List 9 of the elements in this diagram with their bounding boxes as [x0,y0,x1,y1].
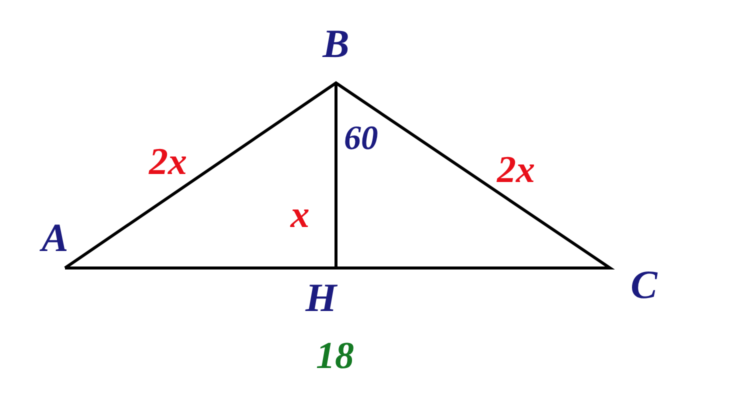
vertex-label: H [305,278,337,318]
side-label: 2x [497,151,535,189]
height-label: x [290,196,310,234]
length-label: 18 [316,337,354,375]
vertex-label: B [322,24,350,64]
vertex-label: A [42,218,68,258]
angle-label: 60 [344,122,378,156]
side-label: 2x [149,143,187,181]
vertex-label: C [630,265,658,305]
